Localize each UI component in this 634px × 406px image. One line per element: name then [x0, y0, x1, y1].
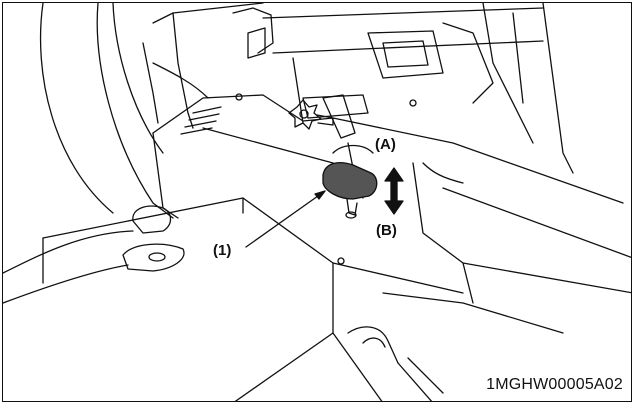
main-box [42, 197, 334, 401]
callout-b: (B) [376, 222, 397, 239]
left-fender [96, 3, 174, 219]
deck-plate [152, 94, 624, 204]
figure-code: 1MGHW00005A02 [486, 376, 623, 393]
left-armrest [132, 205, 172, 234]
callout-1: (1) [213, 242, 232, 259]
leader-line [245, 190, 326, 248]
star-knob-icon [288, 99, 322, 130]
lever-knob [322, 162, 378, 200]
up-down-arrow-icon [384, 167, 404, 215]
seat-frame [152, 3, 264, 24]
illustration-frame: (A) (B) (1) 1MGHW00005A02 [2, 2, 632, 402]
line-drawing [3, 3, 631, 401]
callout-a: (A) [375, 136, 396, 153]
